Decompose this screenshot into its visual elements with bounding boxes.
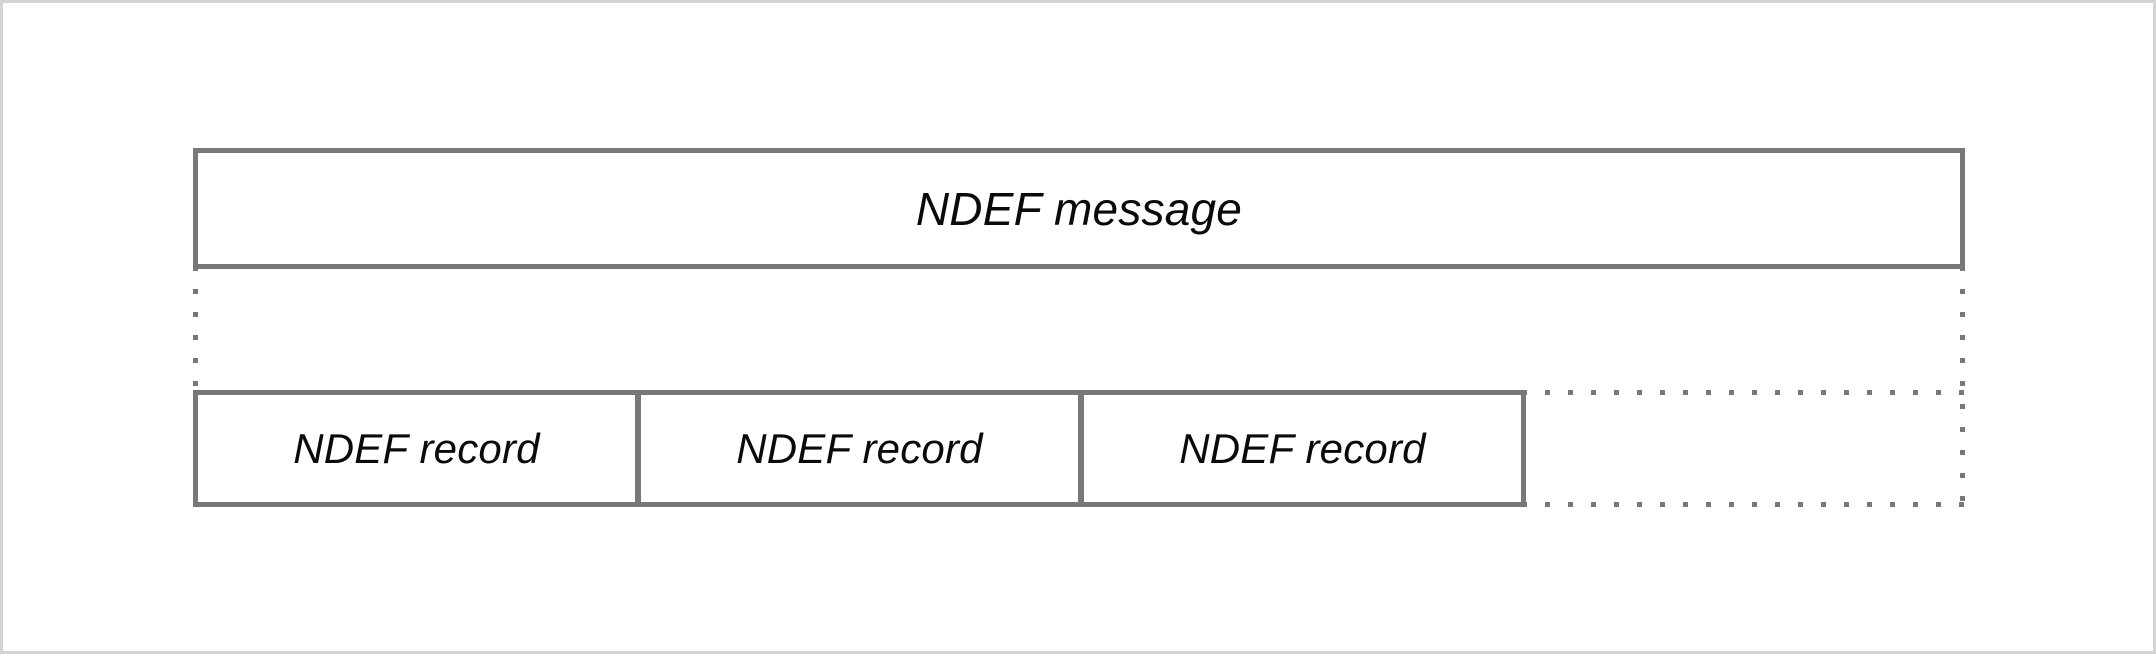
dotted-right-connector	[1960, 266, 1965, 507]
ndef-record-box-3: NDEF record	[1079, 390, 1526, 507]
ndef-record-label-1: NDEF record	[293, 424, 540, 472]
ndef-record-box-1: NDEF record	[193, 390, 640, 507]
dotted-top-continuation	[1522, 390, 1965, 395]
dotted-bottom-continuation	[1522, 502, 1965, 507]
ndef-message-box: NDEF message	[193, 148, 1965, 269]
dotted-left-connector	[193, 266, 198, 392]
ndef-message-diagram: NDEF message NDEF record NDEF record NDE…	[3, 3, 2153, 651]
ndef-message-label: NDEF message	[915, 182, 1243, 235]
ndef-record-label-3: NDEF record	[1179, 424, 1426, 472]
ndef-record-box-2: NDEF record	[636, 390, 1083, 507]
ndef-record-label-2: NDEF record	[736, 424, 983, 472]
